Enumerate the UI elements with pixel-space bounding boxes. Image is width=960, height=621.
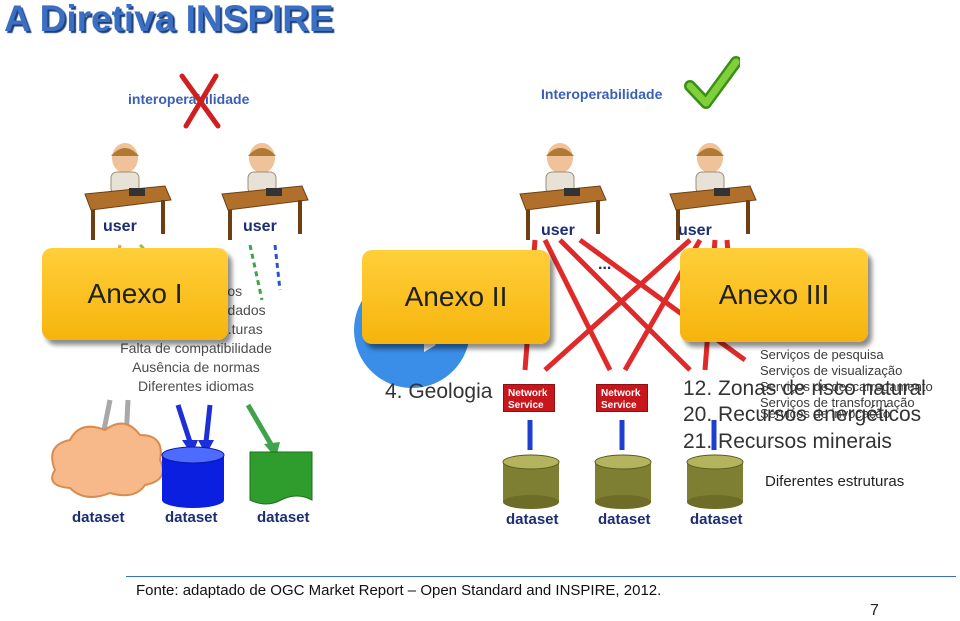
- dataset-label: dataset: [598, 511, 651, 528]
- service-item: Serviços de invocação: [760, 406, 891, 421]
- dataset-cylinder-olive-1: [502, 454, 560, 509]
- left-heading: interoperabilidade: [128, 91, 250, 107]
- dataset-label: dataset: [257, 509, 310, 526]
- page-number: 7: [870, 602, 879, 619]
- anexo-ii-box: Anexo II: [362, 250, 550, 344]
- ellipsis: ...: [598, 256, 612, 273]
- dataset-label: dataset: [690, 511, 743, 528]
- cross-icon: [179, 73, 221, 129]
- user-figure-2: [221, 143, 309, 240]
- problem-item: Ausência de normas: [132, 359, 260, 375]
- user-label: user: [678, 222, 712, 239]
- check-icon: [684, 56, 740, 109]
- user-figure-3: [519, 143, 607, 240]
- dataset-label: dataset: [165, 509, 218, 526]
- source-caption: Fonte: adaptado de OGC Market Report – O…: [136, 582, 662, 599]
- user-label: user: [243, 218, 277, 235]
- network-service-box: Network Service: [503, 384, 555, 412]
- user-label: user: [541, 222, 575, 239]
- dataset-cloud: [51, 422, 164, 498]
- services-list: Serviços de pesquisa Serviços de visuali…: [760, 347, 933, 422]
- network-service-box: Network Service: [596, 384, 648, 412]
- theme-zonas: 12. Zonas de risco natural: [683, 377, 926, 400]
- service-item: Serviços de pesquisa: [760, 347, 884, 362]
- anexo-iii-box: Anexo III: [680, 248, 868, 342]
- right-heading: Interoperabilidade: [541, 86, 663, 102]
- dataset-label: dataset: [506, 511, 559, 528]
- right-blue-arrows: [527, 420, 717, 450]
- dataset-cylinder-blue: [161, 446, 225, 508]
- footer-divider: [126, 576, 956, 577]
- service-item: Serviços de visualização: [760, 363, 903, 378]
- user-figure-4: [669, 143, 757, 240]
- theme-geologia: 4. Geologia: [385, 380, 493, 403]
- structures-note: Diferentes estruturas: [765, 473, 905, 490]
- problem-item: Diferentes idiomas: [138, 378, 254, 394]
- theme-minerais: 21. Recursos minerais: [683, 430, 892, 453]
- dataset-cylinder-olive-3: [686, 454, 744, 509]
- problem-item: ...turas: [220, 321, 263, 337]
- anexo-i-box: Anexo I: [42, 248, 228, 340]
- service-item: Serviços de descarregamento: [760, 379, 933, 394]
- theme-energeticos: 20. Recursos energéticos: [683, 403, 922, 426]
- dataset-label: dataset: [72, 509, 125, 526]
- user-figure-1: [84, 143, 172, 240]
- user-label: user: [103, 218, 137, 235]
- page-title: A Diretiva INSPIRE: [4, 0, 334, 39]
- service-item: Serviços de transformação: [760, 395, 915, 410]
- dataset-cylinder-olive-2: [594, 454, 652, 509]
- dataset-document-green: [249, 451, 313, 505]
- problem-item: Falta de compatibilidade: [120, 340, 272, 356]
